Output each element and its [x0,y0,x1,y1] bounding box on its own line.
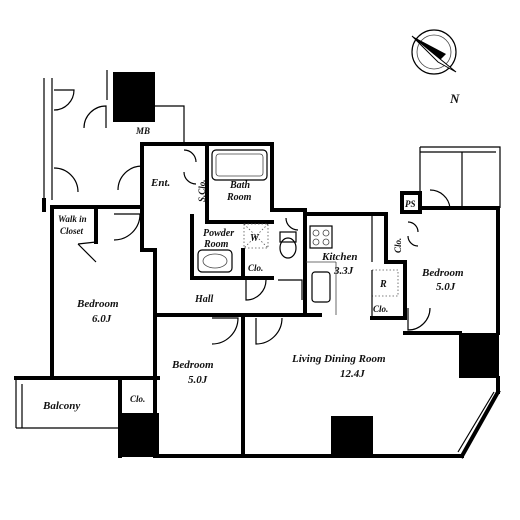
bedroom-ne-size-label: 5.0J [436,281,456,293]
bedroom-w-label: Bedroom [76,298,119,310]
walk-in-closet-label-line2: Closet [60,226,84,236]
kitchen-label: Kitchen [321,251,357,263]
walls [14,70,501,459]
structural-columns [113,72,499,458]
powder-room-label-line2: Room [203,239,229,250]
bedroom-w-size-label: 6.0J [92,313,112,325]
walk-in-closet-label-line1: Walk in [58,214,87,224]
bedroom-c-label: Bedroom [171,359,214,371]
closet-center-label: Clo. [248,263,263,273]
fridge-label: R [379,279,387,290]
entrance-label: Ent. [150,177,170,189]
ps-label: PS [405,199,416,209]
mb-label: MB [135,126,150,136]
closet-balcony-label: Clo. [130,394,145,404]
bath-room-label-line1: Bath [229,180,250,191]
closet-right-lower-label: Clo. [373,304,388,314]
ldk-label: Living Dining Room [291,353,386,365]
balcony-label: Balcony [42,400,80,412]
fixtures [197,149,399,318]
ldk-size-label: 12.4J [340,368,365,380]
bedroom-ne-label: Bedroom [421,267,464,279]
hall-label: Hall [194,294,214,305]
bath-room-label-line2: Room [226,192,252,203]
room-labels: MB Ent. S.Clo. Bath Room Powder Room W C… [42,126,464,412]
powder-room-label-line1: Powder [203,228,234,239]
washer-label: W [250,233,260,244]
compass-north-label: N [449,91,460,106]
bedroom-c-size-label: 5.0J [188,374,208,386]
door-swings [53,89,451,345]
shoe-closet-label: S.Clo. [197,179,207,202]
compass: N [411,29,460,106]
kitchen-size-label: 3.3J [333,265,354,277]
closet-right-label: Clo. [393,238,403,253]
